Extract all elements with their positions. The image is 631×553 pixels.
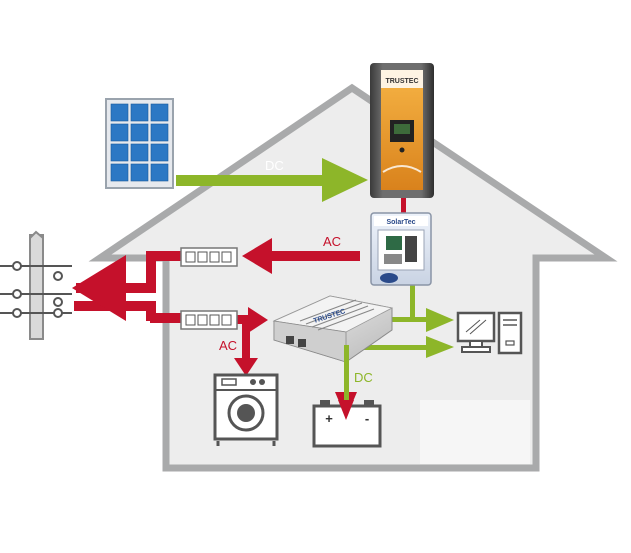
meter-icon-lower	[180, 310, 238, 330]
ac-flows	[72, 196, 406, 376]
house-shadow	[420, 400, 530, 464]
charge-controller-icon: TRUSTEC	[370, 63, 434, 198]
converter-brand: SolarTec	[386, 219, 415, 226]
controller-brand: TRUSTEC	[385, 78, 418, 85]
label-ac-grid: AC	[323, 234, 341, 249]
battery-plus: +	[325, 411, 333, 426]
ac-arrow-to-meter	[242, 238, 272, 274]
label-ac-appliance: AC	[219, 338, 237, 353]
computer-icon	[456, 311, 523, 355]
label-dc-battery: DC	[354, 370, 373, 385]
ac-arrow-to-washer	[234, 358, 258, 376]
ac-arrow-to-pole	[72, 255, 126, 321]
solar-panel-icon	[105, 98, 174, 189]
washing-machine-icon	[213, 373, 279, 446]
meter-icon	[180, 247, 238, 267]
converter-icon: SolarTec	[370, 212, 432, 286]
inverter-icon: TRUSTEC	[272, 295, 394, 363]
power-pole-icon	[0, 230, 72, 340]
label-dc-solar: DC	[265, 158, 284, 173]
dc-arrow-to-controller	[322, 158, 368, 202]
battery-minus: -	[365, 411, 369, 426]
